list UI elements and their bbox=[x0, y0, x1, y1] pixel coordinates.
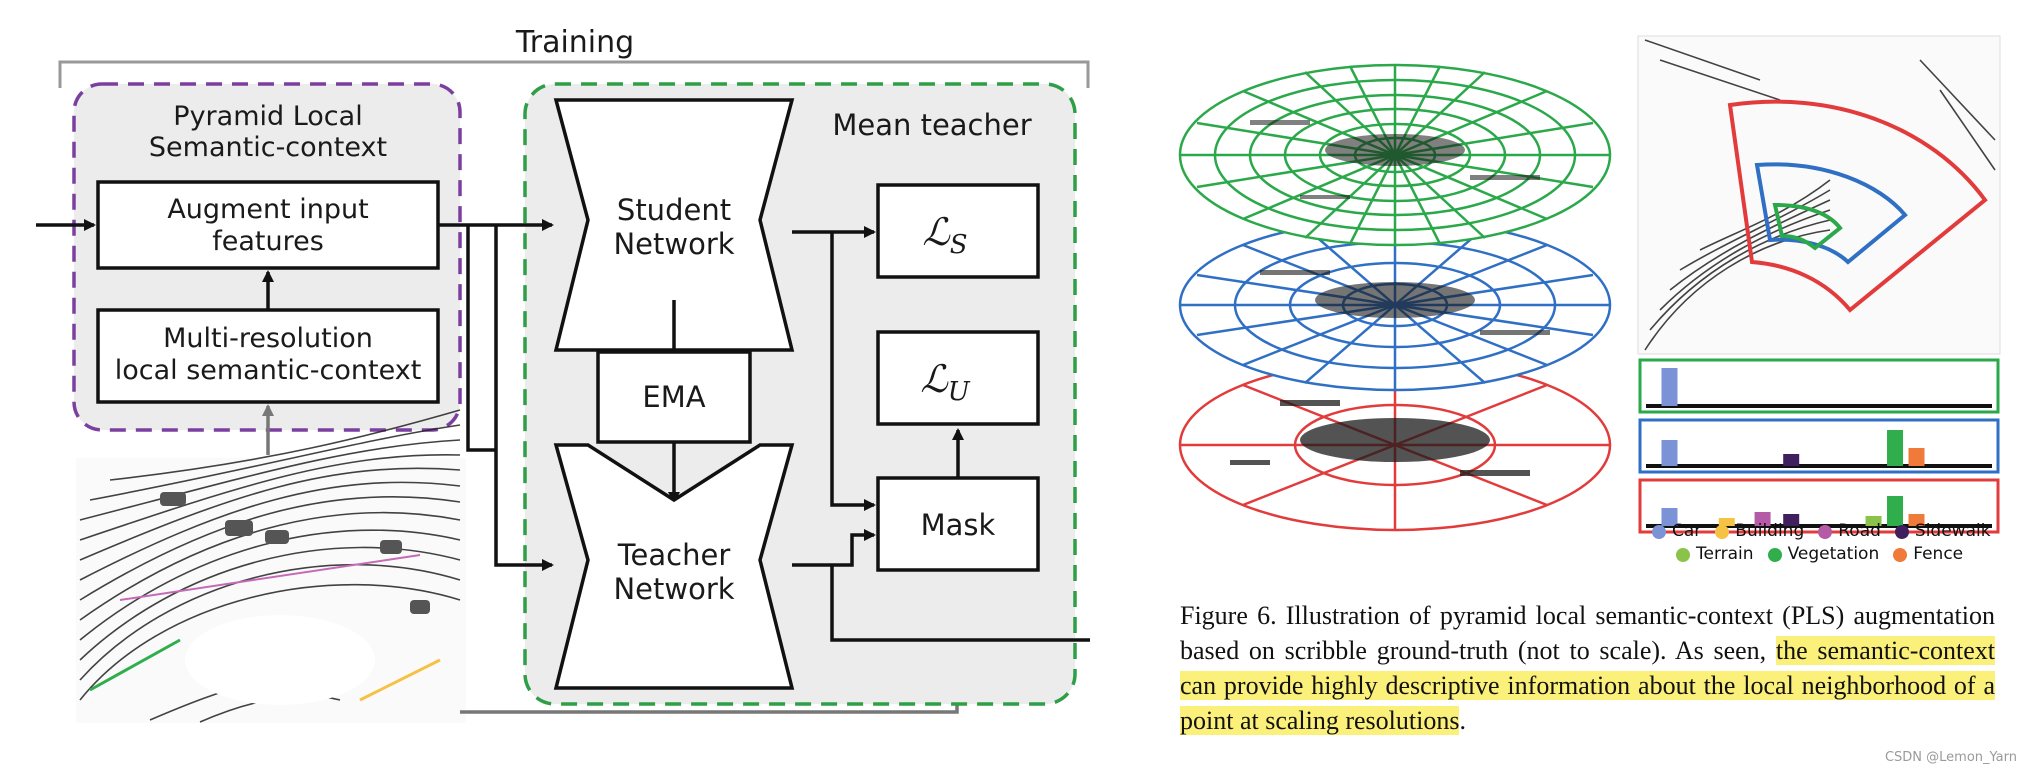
svg-text:ℒS: ℒS bbox=[922, 210, 967, 260]
legend-item-terrain: Terrain bbox=[1676, 543, 1754, 566]
mask-box bbox=[876, 476, 1040, 572]
pls-title-line2: Semantic-context bbox=[149, 132, 387, 163]
histogram-2-bar-vegetation bbox=[1887, 430, 1904, 466]
watermark: CSDN @Lemon_Yarn bbox=[1884, 750, 2017, 765]
training-bracket: Training bbox=[58, 25, 1090, 88]
red-sector bbox=[1727, 99, 1988, 313]
student-line1: Student bbox=[617, 193, 731, 227]
legend-item-building: Building bbox=[1715, 520, 1804, 543]
histogram-3-bar-road bbox=[1754, 512, 1771, 526]
legend-label-vegetation: Vegetation bbox=[1787, 544, 1880, 564]
augment-box bbox=[96, 180, 440, 270]
pls-pyramid bbox=[1178, 63, 1612, 532]
legend-swatch-vegetation bbox=[1767, 547, 1782, 562]
teacher-line2: Network bbox=[613, 572, 734, 606]
histogram-3-bar-sidewalk bbox=[1783, 514, 1800, 526]
student-line2: Network bbox=[613, 227, 734, 261]
legend-item-road: Road bbox=[1818, 520, 1881, 543]
histogram-2-bar-fence bbox=[1908, 448, 1925, 466]
histogram-panel-1 bbox=[1638, 358, 2000, 414]
histogram-3-bar-building bbox=[1718, 518, 1735, 526]
legend-item-sidewalk: Sidewalk bbox=[1894, 520, 1991, 543]
legend-swatch-fence bbox=[1893, 547, 1908, 562]
blue-sector bbox=[1754, 162, 1908, 265]
legend-item-fence: Fence bbox=[1893, 543, 1963, 566]
loss-s-sub: S bbox=[950, 230, 968, 260]
loss-u-symbol: ℒ bbox=[920, 357, 949, 401]
mean-teacher-label: Mean teacher bbox=[832, 108, 1031, 142]
ema-box bbox=[596, 350, 752, 444]
legend-swatch-car bbox=[1652, 524, 1666, 539]
legend-item-vegetation: Vegetation bbox=[1767, 543, 1880, 566]
ema-label: EMA bbox=[642, 380, 705, 414]
pls-panel: Pyramid Local Semantic-context Augment i… bbox=[72, 82, 462, 455]
legend-row-1: Car Building Road Sidewalk bbox=[1652, 520, 1991, 543]
legend-label-road: Road bbox=[1838, 521, 1881, 541]
pls-title-line1: Pyramid Local bbox=[173, 101, 362, 132]
legend-swatch-sidewalk bbox=[1894, 524, 1909, 539]
histogram-panel-2 bbox=[1638, 418, 2000, 474]
histogram-2-bar-sidewalk bbox=[1783, 454, 1800, 466]
green-sector bbox=[1772, 202, 1843, 251]
legend-label-car: Car bbox=[1672, 521, 1702, 541]
loss-u-box bbox=[876, 330, 1040, 426]
loss-u-sub: U bbox=[948, 377, 971, 407]
svg-text:ℒU: ℒU bbox=[920, 357, 970, 407]
histogram-3-bar-vegetation bbox=[1887, 496, 1904, 526]
legend-item-car: Car bbox=[1652, 520, 1701, 543]
histogram-3-bar-fence bbox=[1908, 514, 1925, 526]
legend-label-terrain: Terrain bbox=[1696, 544, 1754, 564]
histogram-3-bar-car bbox=[1661, 508, 1678, 526]
class-legend: Car Building Road Sidewalk Terrain Veget… bbox=[1652, 520, 1991, 566]
loss-s-symbol: ℒ bbox=[922, 210, 951, 254]
student-network-shape bbox=[553, 98, 795, 352]
legend-swatch-building bbox=[1715, 524, 1730, 539]
multires-box bbox=[96, 308, 440, 404]
mask-label: Mask bbox=[921, 508, 996, 542]
legend-swatch-terrain bbox=[1676, 547, 1690, 562]
histogram-1-bar-car bbox=[1661, 368, 1678, 406]
flow-lines bbox=[438, 219, 1090, 642]
top-down-view bbox=[1637, 35, 2001, 355]
multires-line2: local semantic-context bbox=[115, 355, 422, 386]
legend-label-fence: Fence bbox=[1913, 544, 1964, 564]
mean-teacher-panel: Mean teacher Student Network EMA Teacher… bbox=[523, 82, 1077, 706]
figure-caption: Figure 6. Illustration of pyramid local … bbox=[1180, 598, 1995, 738]
point-cloud-thumbnail bbox=[76, 409, 963, 723]
histogram-2-bar-car bbox=[1661, 440, 1678, 466]
caption-suffix: . bbox=[1459, 706, 1466, 735]
legend-row-2: Terrain Vegetation Fence bbox=[1652, 543, 1982, 566]
training-label: Training bbox=[515, 25, 634, 60]
legend-label-building: Building bbox=[1735, 521, 1805, 541]
histograms bbox=[1638, 358, 2000, 534]
augment-line1: Augment input bbox=[167, 194, 368, 225]
augment-line2: features bbox=[212, 226, 324, 257]
teacher-network-shape bbox=[553, 443, 795, 690]
histogram-3-bar-terrain bbox=[1865, 516, 1882, 526]
teacher-line1: Teacher bbox=[617, 538, 731, 572]
legend-swatch-road bbox=[1818, 524, 1833, 539]
loss-s-box bbox=[876, 183, 1040, 279]
caption-prefix: Figure 6. Illustration of pyramid local … bbox=[1180, 601, 1995, 665]
legend-label-sidewalk: Sidewalk bbox=[1914, 521, 1991, 541]
multires-line1: Multi-resolution bbox=[163, 323, 373, 354]
